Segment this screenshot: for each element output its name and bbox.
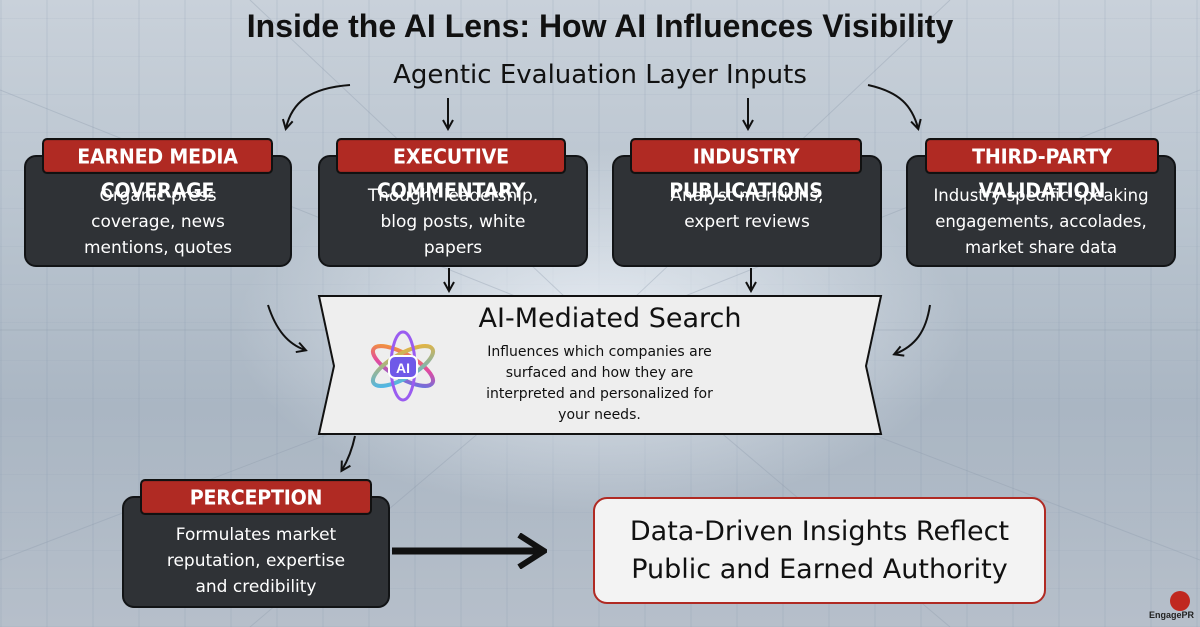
arrow-search-to-perception — [342, 435, 356, 470]
ai-search-description-line: your needs. — [558, 407, 641, 423]
ai-search-description-line: surfaced and how they are — [505, 365, 694, 381]
input-card-line: Thought leadership, — [320, 183, 586, 209]
input-card-line: coverage, news — [91, 212, 225, 232]
ai-icon-label: AI — [396, 360, 410, 376]
perception-line: Formulates market — [175, 525, 337, 545]
arrow-subtitle-to-thirdparty — [867, 84, 918, 128]
input-card-line: market share data — [965, 238, 1117, 257]
input-card-text: Industry specific speaking engagements, … — [908, 183, 1174, 261]
page-subtitle: Agentic Evaluation Layer Inputs — [393, 60, 807, 90]
input-card-text: Organic press coverage, news mentions, q… — [26, 183, 290, 261]
input-card-text: Thought leadership, blog posts, white pa… — [320, 183, 586, 261]
input-card-line: blog posts, white — [380, 212, 526, 232]
input-label-third-party-validation: THIRD-PARTY VALIDATION — [925, 137, 1159, 203]
input-card-line: mentions, quotes — [84, 238, 232, 258]
input-label-industry-publications: INDUSTRY PUBLICATIONS — [630, 137, 862, 203]
brand-logo-dot — [1170, 591, 1190, 611]
input-label-earned-media: EARNED MEDIA COVERAGE — [42, 137, 273, 203]
input-card-line: expert reviews — [684, 212, 810, 232]
ai-search-description-line: Influences which companies are — [487, 344, 712, 360]
brand-logo: EngagePR — [1140, 591, 1194, 623]
arrow-subtitle-to-earned — [286, 84, 351, 128]
result-box: Data-Driven Insights Reflect Public and … — [593, 497, 1046, 604]
ai-atom-icon: AI — [370, 330, 436, 402]
result-line: Data-Driven Insights Reflect — [629, 516, 1010, 547]
perception-text: Formulates market reputation, expertise … — [124, 522, 388, 600]
input-card-text: Analyst mentions, expert reviews — [614, 183, 880, 235]
ai-search-description: Influences which companies are surfaced … — [467, 342, 732, 426]
input-label-executive-commentary: EXECUTIVE COMMENTARY — [336, 137, 566, 203]
brand-logo-text: EngagePR — [1148, 610, 1194, 620]
input-card-line: Industry specific speaking — [908, 183, 1174, 209]
result-line: Public and Earned Authority — [631, 554, 1008, 585]
ai-search-title: AI-Mediated Search — [478, 303, 742, 334]
perception-line: reputation, expertise — [166, 551, 346, 571]
page-title: Inside the AI Lens: How AI Influences Vi… — [246, 8, 954, 44]
result-text: Data-Driven Insights Reflect Public and … — [595, 513, 1044, 589]
arrow-earned-to-search — [267, 304, 305, 350]
input-card-line: Analyst mentions, — [614, 183, 880, 209]
perception-line: and credibility — [195, 577, 317, 597]
input-card-line: papers — [423, 238, 483, 258]
input-card-line: engagements, accolades, — [935, 212, 1147, 231]
arrow-thirdparty-to-search — [895, 304, 931, 354]
ai-search-description-line: interpreted and personalized for — [486, 386, 713, 402]
perception-label: PERCEPTION — [140, 478, 372, 516]
input-card-line: Organic press — [26, 183, 290, 209]
